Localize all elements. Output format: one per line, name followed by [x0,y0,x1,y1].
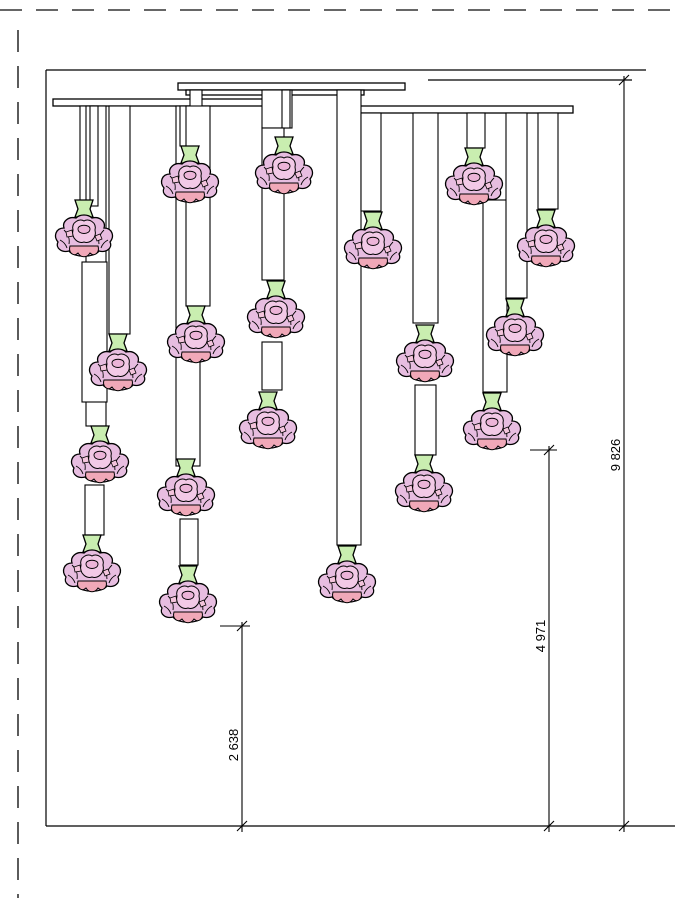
dimension-middle-height: 4 971 [533,620,548,653]
flower-pendant-icon [238,391,298,450]
flower-pendant-icon [394,454,454,513]
canopy-right [345,105,574,114]
flower-pendant-icon [62,534,122,593]
flower-pendant-icon [70,425,130,484]
dimension-lines [220,74,630,832]
suspension-tubes [79,89,559,566]
canopy-center [177,82,406,91]
flower-pendant-icon [158,565,218,624]
flower-pendant-icon [395,324,455,383]
flower-pendant-icon [444,147,504,206]
sheet-border [0,9,675,898]
canopy-left [52,98,281,107]
dimension-overall-height: 9 826 [608,439,623,472]
flower-pendant-icon [462,392,522,451]
flower-pendant-icon [246,280,306,339]
flower-pendant-icon [156,458,216,517]
canopies [52,82,574,114]
flower-pendant-icon [317,545,377,604]
dimension-lowest-clearance: 2 638 [226,729,241,762]
reference-lines [45,69,675,827]
